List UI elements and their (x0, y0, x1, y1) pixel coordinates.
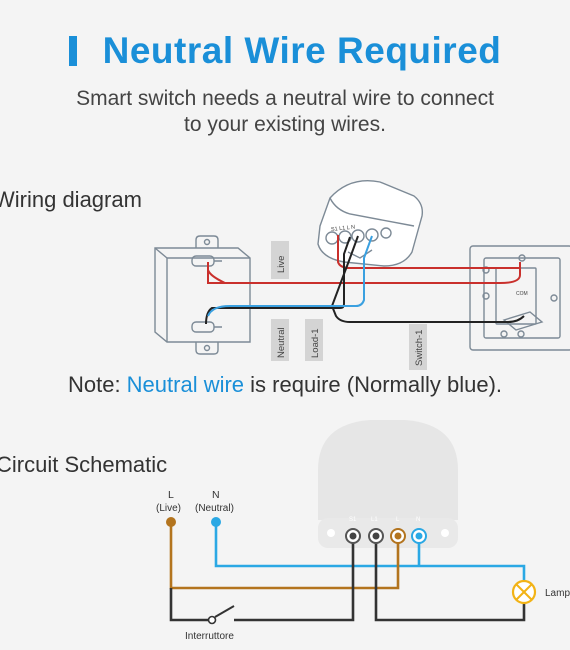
wiring-diagram-label: Wiring diagram (0, 187, 142, 212)
lamp-icon (511, 579, 537, 605)
schematic-live-wire (169, 522, 400, 590)
schematic-terminal-labels: S1 L1 L N (349, 517, 420, 523)
live-wire (207, 235, 521, 284)
wire-tag-live: Live (271, 241, 289, 279)
subtitle-line-2: to your existing wires. (184, 113, 386, 136)
wire-tag-switch: Switch-1 (409, 324, 427, 370)
module-terminal-labels: S1 L1 L N (331, 224, 356, 233)
tag-switch-text: Switch-1 (414, 330, 425, 366)
schematic-load-wire (374, 538, 526, 622)
circuit-schematic-label: Circuit Schematic (0, 452, 168, 477)
schematic-neutral-wire (214, 522, 526, 580)
load-wire (205, 235, 525, 325)
smart-switch-module (317, 180, 424, 267)
schematic-module (318, 420, 458, 548)
page-title: Neutral Wire Required (0, 30, 570, 72)
schematic-terminals (345, 528, 427, 544)
neutral-supply-dot (211, 517, 221, 527)
schematic-switch-wire (169, 588, 212, 622)
subtitle-line-1: Smart switch needs a neutral wire to con… (76, 87, 494, 110)
live-supply-dot (166, 517, 176, 527)
wall-switch-box (469, 245, 570, 351)
wire-tag-neutral: Neutral (271, 319, 289, 361)
note-text: Note: Neutral wire is require (Normally … (67, 372, 503, 397)
junction-box (154, 235, 251, 355)
page-subtitle: Smart switch needs a neutral wire to con… (0, 86, 570, 138)
tag-load-text: Load-1 (310, 328, 321, 358)
svg-text:L1: L1 (371, 517, 378, 523)
neutral-label: (Neutral) (195, 503, 234, 514)
lamp-label: Lamp (545, 588, 570, 599)
svg-text:S1: S1 (349, 517, 357, 523)
svg-text:N: N (416, 517, 420, 523)
switch-label: Interruttore (185, 631, 234, 642)
title-accent-bar (68, 36, 77, 66)
schematic-switch (207, 605, 235, 625)
neutral-letter: N (212, 489, 220, 501)
svg-text:L: L (396, 517, 400, 523)
live-label: (Live) (156, 503, 181, 514)
tag-live-text: Live (276, 256, 287, 273)
com-label: COM (516, 291, 528, 297)
neutral-wire (207, 235, 373, 317)
tag-neutral-text: Neutral (276, 327, 287, 358)
wire-tag-load: Load-1 (305, 319, 323, 361)
neutral-wire-highlight: Neutral wire (126, 372, 245, 397)
live-letter: L (168, 489, 174, 501)
